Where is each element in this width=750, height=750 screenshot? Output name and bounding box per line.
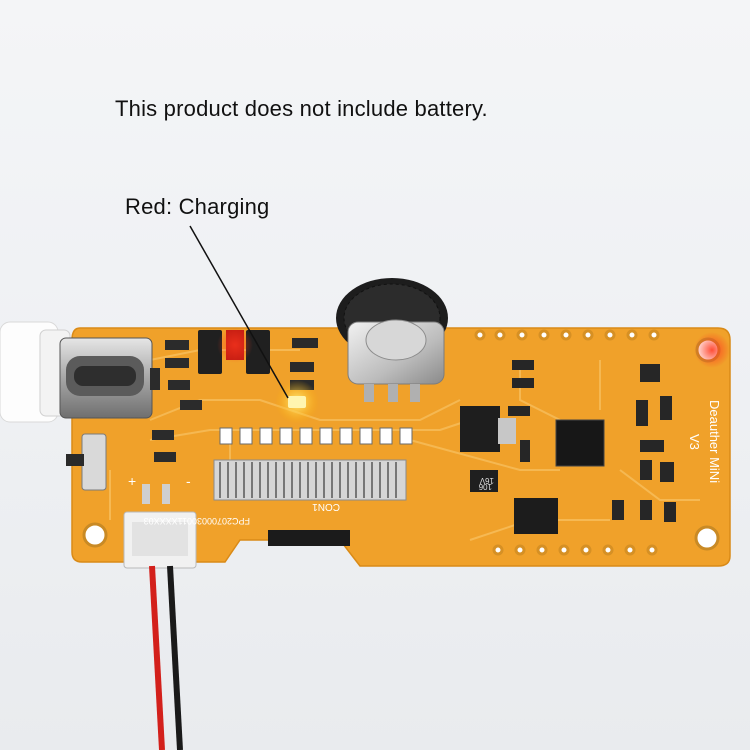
silk-con1: CON1 [312, 501, 340, 512]
slide-switch [66, 433, 107, 491]
cap-value-label: 16V [479, 476, 494, 485]
silk-board-name: Deauther MiNi [707, 400, 722, 483]
smd-parts-right [508, 360, 676, 522]
battery-connector [123, 484, 197, 569]
charging-led [217, 327, 253, 363]
header-pads-bottom [492, 544, 658, 556]
charging-callout-label: Red: Charging [125, 194, 270, 219]
callout-pointer [189, 225, 289, 399]
battery-wires [149, 565, 183, 750]
power-led-glow [694, 332, 730, 368]
voltage-regulator [460, 406, 516, 452]
silk-board-version: V3 [687, 434, 702, 450]
fpc-cable-tab [268, 530, 350, 546]
resistor-row [219, 427, 413, 445]
silk-fpc-code: FPC20700030011XXXX03 [144, 516, 250, 526]
smd-resistors-left [150, 340, 202, 462]
cap-code-label: 106 [478, 482, 492, 491]
microcontroller [555, 419, 605, 467]
silk-minus: - [186, 473, 191, 489]
fpc-connector [213, 459, 407, 501]
usb-c-port [59, 337, 153, 419]
flash-chip [514, 498, 558, 534]
status-led [288, 396, 306, 408]
capacitor [470, 470, 498, 492]
battery-notice: This product does not include battery. [115, 96, 488, 121]
silk-plus: + [128, 473, 136, 489]
header-pads-top [474, 329, 660, 341]
scroll-wheel [336, 278, 448, 402]
